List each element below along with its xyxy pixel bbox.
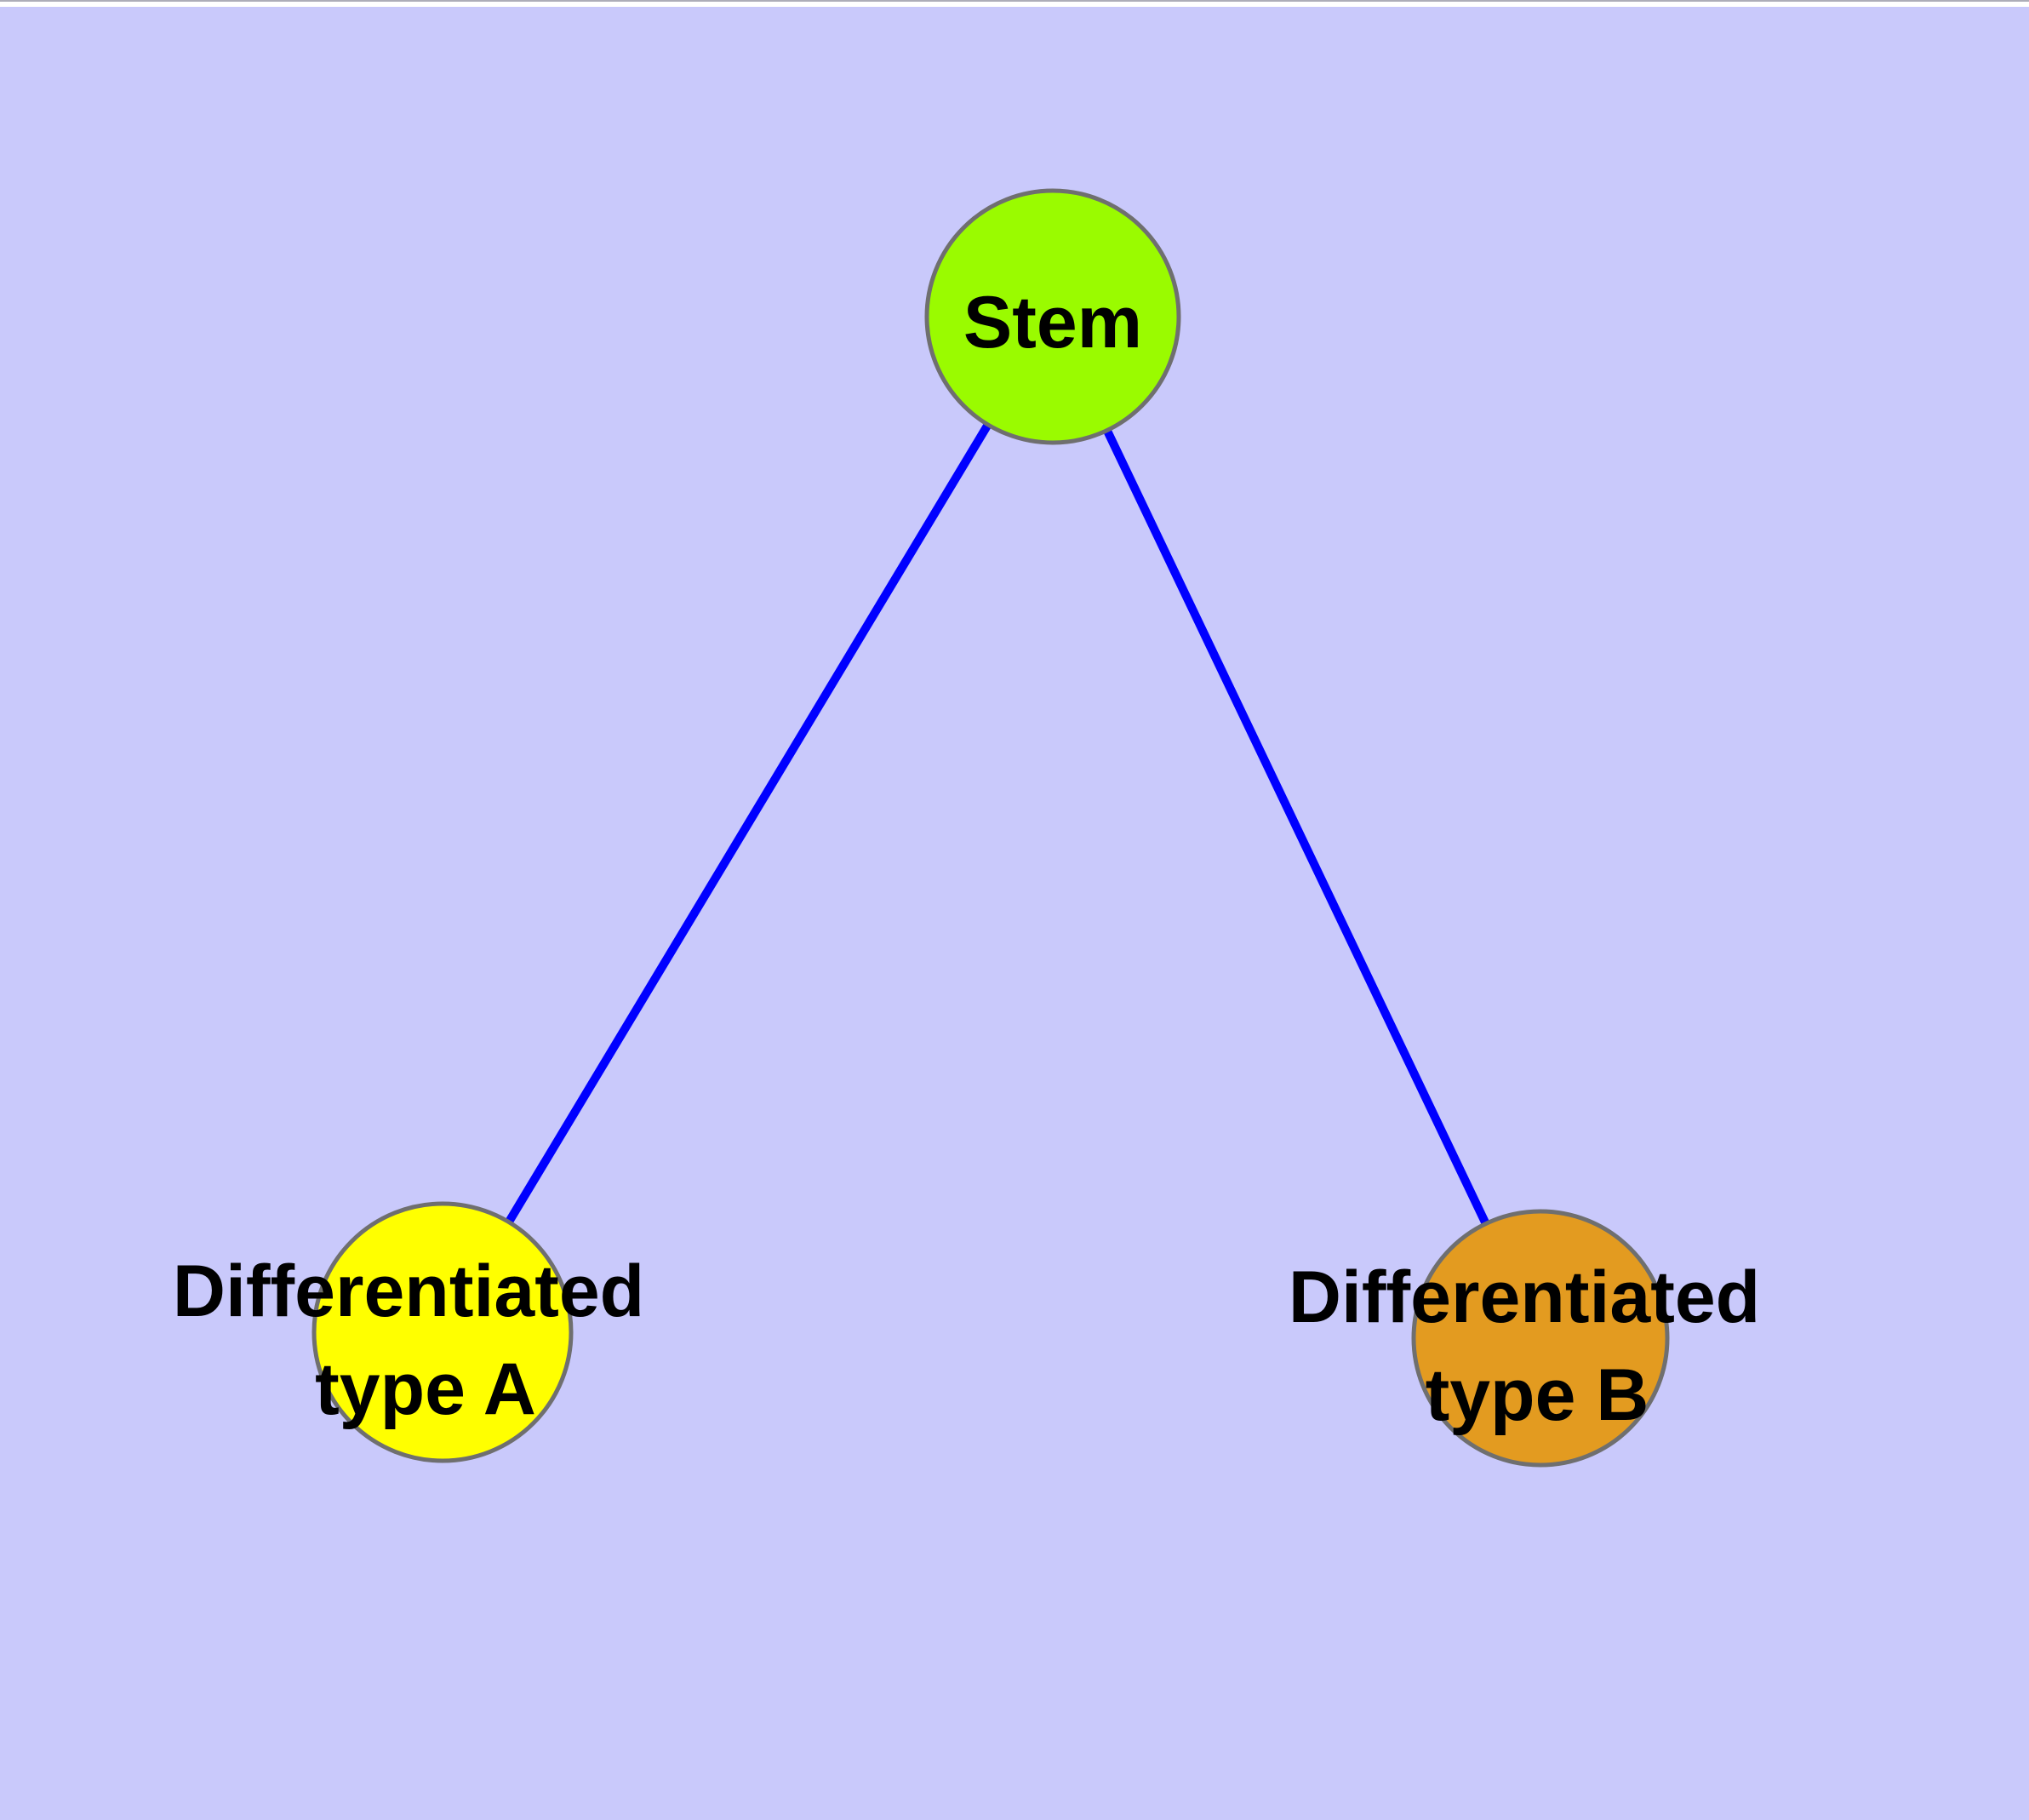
node-label-line: Stem	[963, 282, 1142, 363]
top-border-line	[0, 0, 2029, 2]
node-label-line: type A	[315, 1348, 536, 1430]
node-label-line: type B	[1426, 1354, 1649, 1436]
node-label-type-b: Differentiated type B	[1289, 1256, 1780, 1436]
node-stem	[924, 188, 1181, 445]
node-type-b	[1411, 1209, 1670, 1468]
edge-stem-to-type-a	[438, 314, 1057, 1335]
edge-stem-to-type-b	[1049, 314, 1545, 1341]
top-white-margin	[0, 2, 2029, 7]
node-label-type-a: Differentiated type A	[173, 1251, 665, 1430]
node-label-stem: Stem	[963, 282, 1142, 363]
node-label-line: Differentiated	[173, 1251, 644, 1332]
node-type-a	[311, 1201, 574, 1463]
node-label-line: Differentiated	[1289, 1256, 1760, 1338]
